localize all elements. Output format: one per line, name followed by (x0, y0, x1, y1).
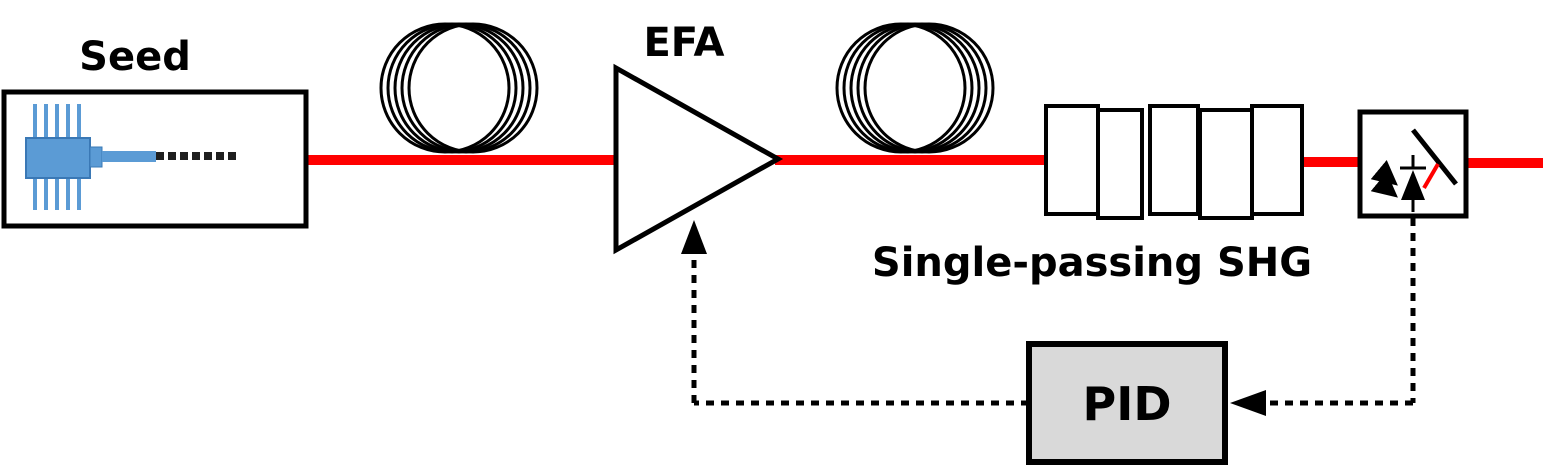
feedback-path (691, 218, 1416, 406)
fiber-coil-icon (835, 22, 995, 154)
fiber-coil-icon (379, 22, 539, 154)
photodiode-icon (1370, 155, 1426, 212)
seed-label: Seed (79, 34, 191, 80)
shg-label: Single-passing SHG (872, 240, 1312, 286)
efa-amplifier (613, 63, 784, 255)
laser-beam (306, 155, 1543, 168)
butterfly-laser-icon (25, 104, 236, 210)
shg-crystal-array (1044, 104, 1304, 220)
arrow-into-efa (681, 220, 707, 254)
mirror-icon (1411, 128, 1458, 186)
efa-label: EFA (643, 20, 724, 66)
arrow-into-pid (1230, 390, 1266, 416)
pid-box (1026, 341, 1228, 465)
pid-label: PID (1082, 377, 1171, 431)
reflected-beam (1422, 162, 1440, 190)
